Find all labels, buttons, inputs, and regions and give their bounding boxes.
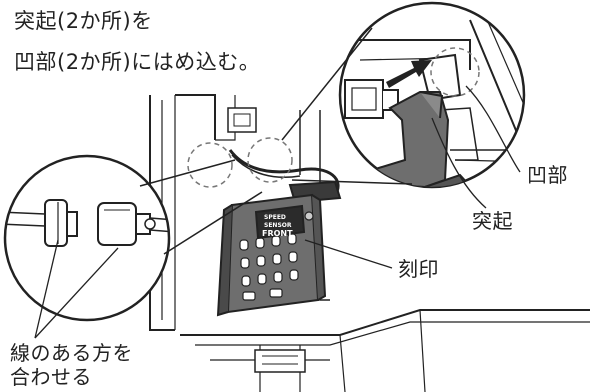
magnify-lines-left: [139, 159, 263, 255]
instruction-line-2: 凹部(2か所)にはめ込む。: [14, 50, 261, 74]
insert-arrow: [386, 60, 432, 88]
magnified-view-left: [3, 154, 171, 322]
callout-engraving: 刻印: [398, 257, 439, 281]
callout-match-line-2: 合わせる: [10, 365, 92, 389]
stamp-row-3: FRONT: [262, 229, 293, 238]
engraving-stamp: SPEED SENSOR FRONT: [262, 214, 293, 238]
callout-protrusion: 突起: [472, 209, 513, 233]
stamp-row-1: SPEED: [264, 214, 286, 221]
leader-lines: [34, 85, 521, 339]
callout-match-line-1: 線のある方を: [10, 341, 133, 365]
magnified-view-right: [338, 1, 526, 189]
callout-recess: 凹部: [527, 163, 568, 187]
instruction-line-1: 突起(2か所)を: [14, 9, 153, 33]
device-body: [149, 94, 590, 392]
sensor-holder: [216, 180, 342, 317]
magnify-lines-right: [281, 27, 413, 185]
stamp-row-2: SENSOR: [264, 222, 292, 229]
